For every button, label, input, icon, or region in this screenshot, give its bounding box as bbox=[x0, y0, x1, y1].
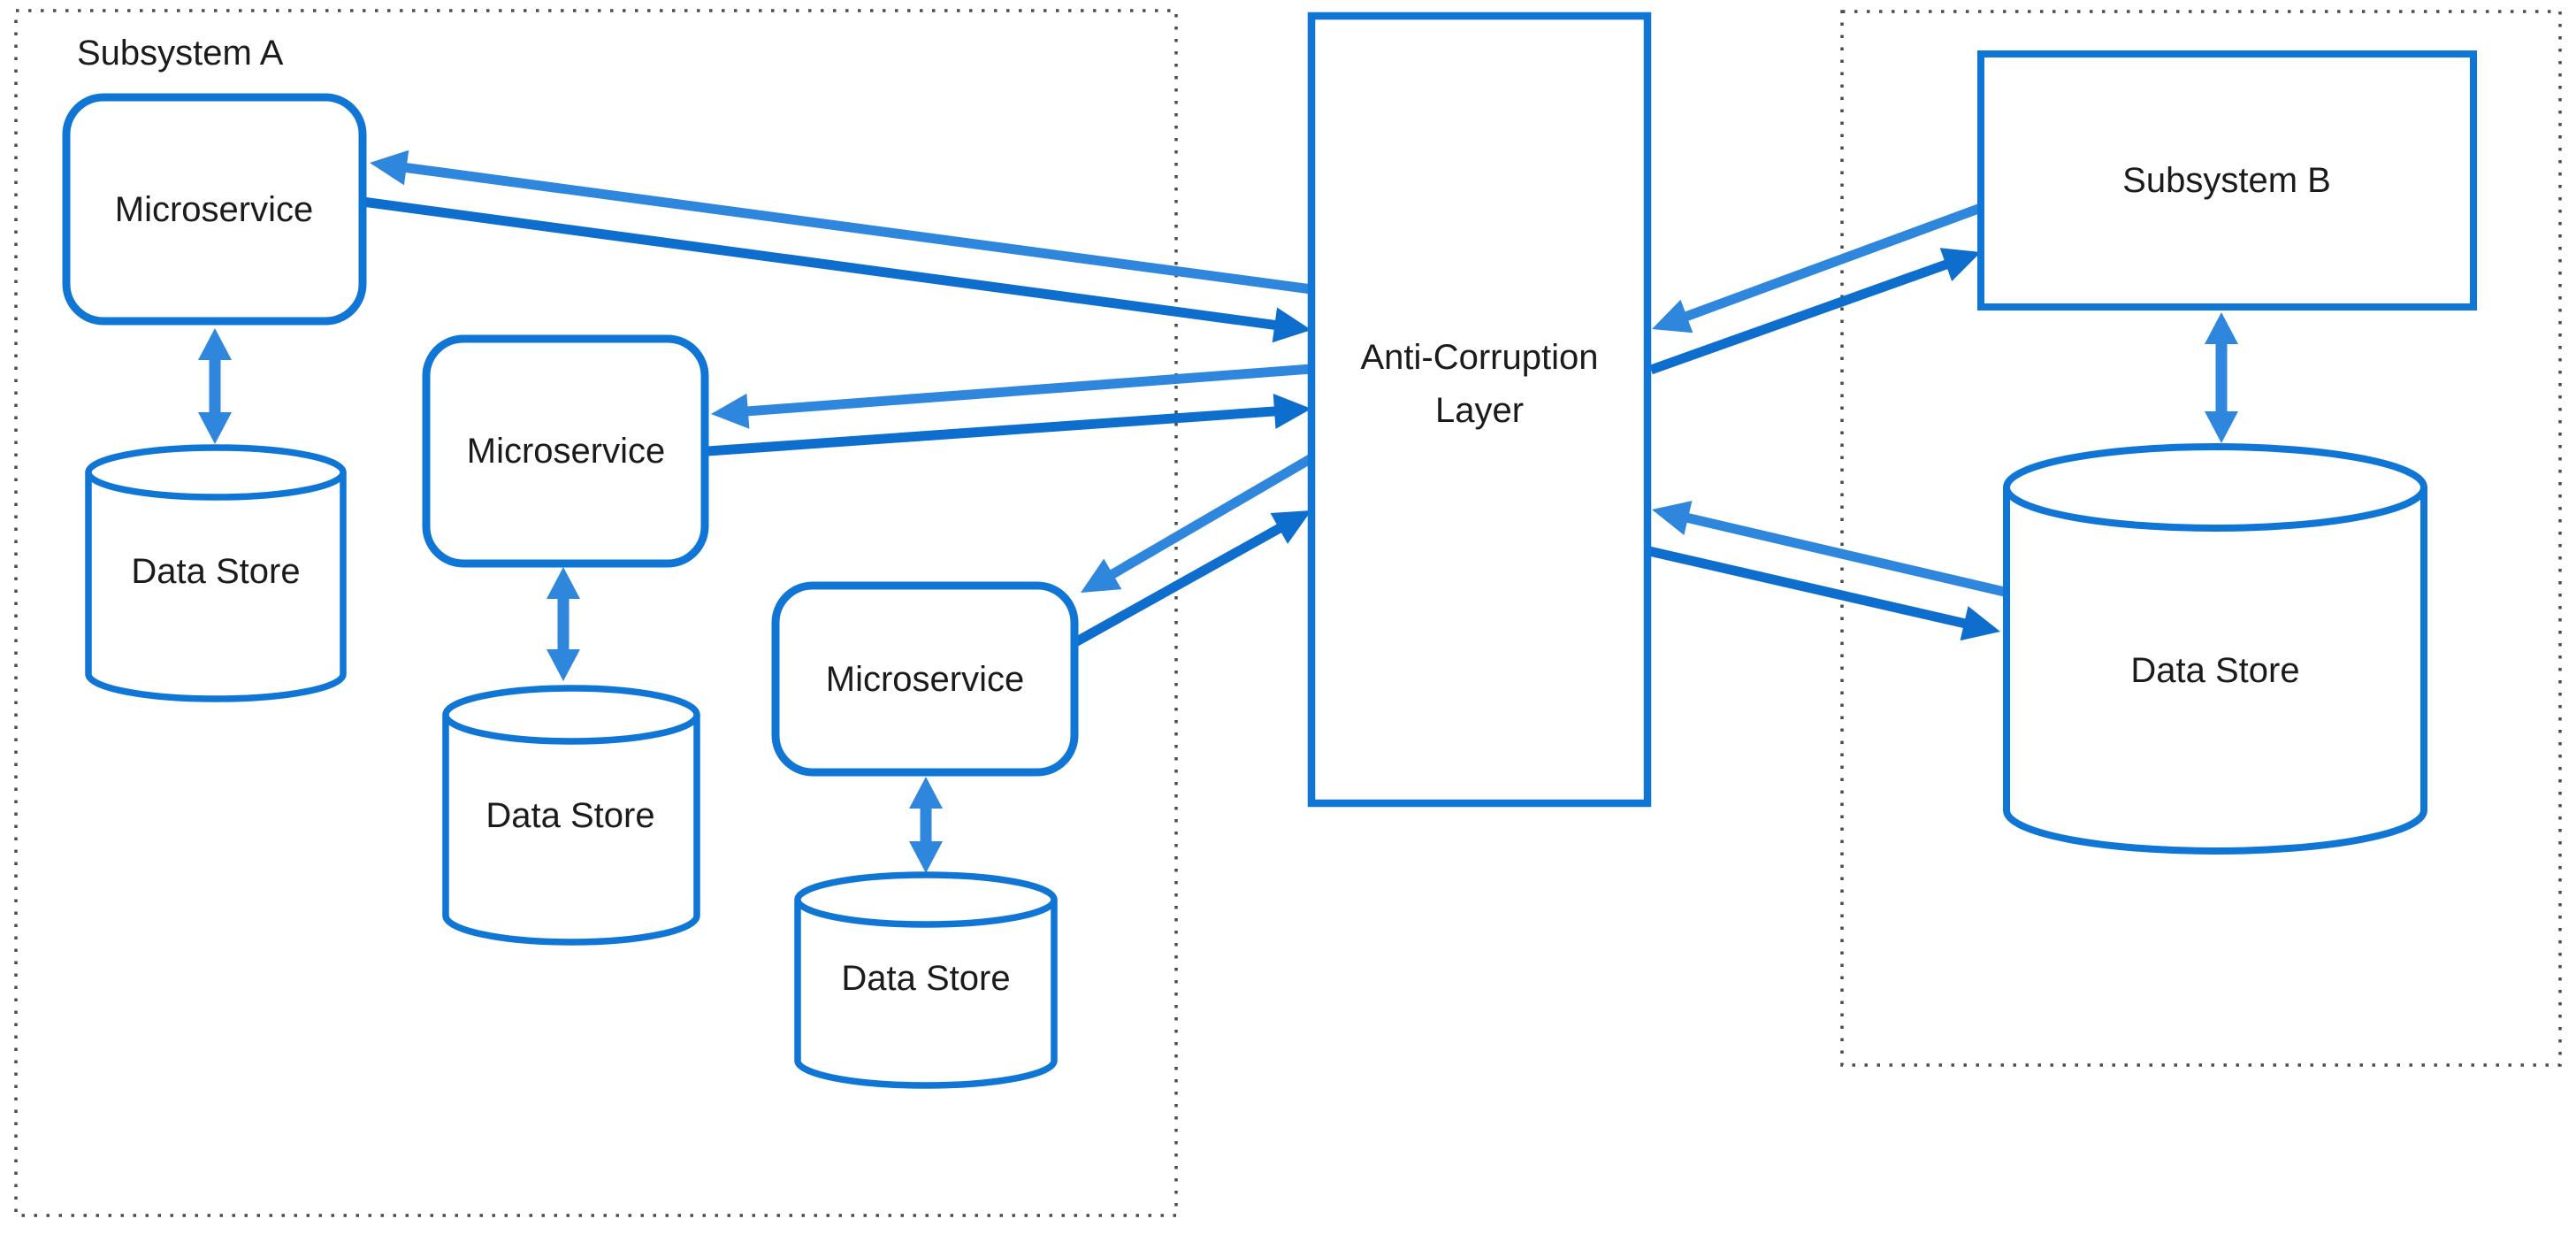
microservice-2-shape bbox=[422, 334, 709, 568]
subsystem-b-zone-dotted-border bbox=[1840, 10, 2562, 1067]
arrow-shaft bbox=[1073, 518, 1292, 647]
arrowhead bbox=[1270, 510, 1311, 544]
data-store-b-cylinder-body bbox=[2003, 487, 2427, 855]
arrow-shaft bbox=[1100, 454, 1314, 584]
subsystem-b-label: Subsystem B bbox=[2122, 161, 2331, 200]
arrow-microservice-1-to-anti-corruption-layer-dark bbox=[362, 196, 1311, 343]
arrowhead bbox=[198, 328, 232, 360]
arrow-shaft bbox=[1647, 546, 1976, 631]
arrow-anti-corruption-layer-to-subsystem-b-dark bbox=[1649, 248, 1981, 375]
arrowhead bbox=[1652, 299, 1693, 334]
data-store-b-label: Data Store bbox=[2130, 651, 2299, 690]
link-microservice-1-to-data-store-1-double bbox=[198, 328, 232, 444]
microservice-3: Microservice bbox=[771, 581, 1079, 777]
microservice-2: Microservice bbox=[422, 334, 709, 568]
arrow-microservice-3-to-anti-corruption-layer-dark bbox=[1073, 510, 1311, 647]
arrowhead bbox=[909, 841, 943, 873]
data-store-3-label: Data Store bbox=[841, 959, 1010, 998]
arrowhead bbox=[909, 777, 943, 809]
data-store-3-cylinder-body bbox=[794, 900, 1058, 1089]
link-microservice-3-to-data-store-3-double bbox=[909, 777, 943, 873]
arrow-subsystem-b-to-anti-corruption-layer-light bbox=[1652, 203, 1983, 334]
arrow-anti-corruption-layer-to-microservice-2-light bbox=[711, 364, 1312, 429]
anti-corruption-layer-label-line2: Layer bbox=[1435, 391, 1524, 430]
microservice-2-label: Microservice bbox=[467, 432, 665, 471]
container-subsystem-b-zone bbox=[1840, 10, 2562, 1067]
link-microservice-2-to-data-store-2-double bbox=[547, 567, 580, 681]
data-store-2-label: Data Store bbox=[485, 796, 654, 835]
subsystem-b: Subsystem B bbox=[1977, 50, 2477, 310]
arrow-anti-corruption-layer-to-microservice-3-light bbox=[1081, 454, 1314, 593]
arrow-shaft bbox=[1649, 256, 1959, 375]
arrow-anti-corruption-layer-to-microservice-1-light bbox=[370, 150, 1312, 295]
arrowhead bbox=[2205, 312, 2238, 344]
container-subsystem-a: Subsystem A bbox=[14, 9, 1178, 1217]
arrowhead bbox=[1081, 558, 1122, 593]
data-store-1-cylinder-top bbox=[85, 444, 347, 501]
arrowhead bbox=[1652, 501, 1693, 536]
microservice-1-shape bbox=[62, 93, 367, 326]
microservice-1-label: Microservice bbox=[115, 190, 313, 229]
arrow-shaft bbox=[736, 364, 1312, 418]
arrowhead bbox=[1960, 606, 2000, 641]
arrowhead bbox=[1273, 393, 1311, 429]
data-store-1: Data Store bbox=[85, 444, 347, 702]
arrowhead bbox=[2205, 411, 2238, 443]
data-store-b: Data Store bbox=[2003, 443, 2427, 855]
arrow-shaft bbox=[707, 405, 1287, 456]
data-store-2-cylinder-top bbox=[442, 685, 700, 745]
subsystem-a-label: Subsystem A bbox=[77, 34, 284, 73]
arrowhead bbox=[1939, 248, 1981, 281]
data-store-2: Data Store bbox=[442, 685, 700, 946]
microservice-1: Microservice bbox=[62, 93, 367, 326]
data-store-3: Data Store bbox=[794, 871, 1058, 1089]
arrow-shaft bbox=[394, 161, 1312, 295]
data-store-3-cylinder-top bbox=[794, 871, 1058, 928]
arrow-data-store-b-to-anti-corruption-layer-light bbox=[1652, 501, 2010, 598]
arrowhead bbox=[547, 649, 580, 681]
link-subsystem-b-to-data-store-b-double bbox=[2205, 312, 2238, 443]
data-store-1-label: Data Store bbox=[131, 552, 300, 591]
data-store-1-cylinder-body bbox=[85, 472, 347, 702]
arrowhead bbox=[711, 393, 750, 429]
arrowhead bbox=[1272, 307, 1311, 343]
anti-corruption-layer-label-line1: Anti-Corruption bbox=[1360, 338, 1598, 377]
data-store-b-cylinder-top bbox=[2003, 443, 2427, 532]
arrow-shaft bbox=[1674, 203, 1983, 326]
arrowhead bbox=[198, 412, 232, 444]
arrow-microservice-2-to-anti-corruption-layer-dark bbox=[707, 393, 1311, 456]
microservice-3-label: Microservice bbox=[826, 660, 1024, 699]
arrow-anti-corruption-layer-to-data-store-b-dark bbox=[1647, 546, 2000, 641]
microservice-3-shape bbox=[771, 581, 1079, 777]
arrowhead bbox=[547, 567, 580, 599]
anti-corruption-layer-shape bbox=[1307, 12, 1652, 808]
data-store-2-cylinder-body bbox=[442, 715, 700, 946]
arrowhead bbox=[370, 150, 409, 186]
subsystem-b-shape bbox=[1977, 50, 2477, 310]
arrow-shaft bbox=[1676, 510, 2010, 598]
arrow-shaft bbox=[362, 196, 1287, 332]
